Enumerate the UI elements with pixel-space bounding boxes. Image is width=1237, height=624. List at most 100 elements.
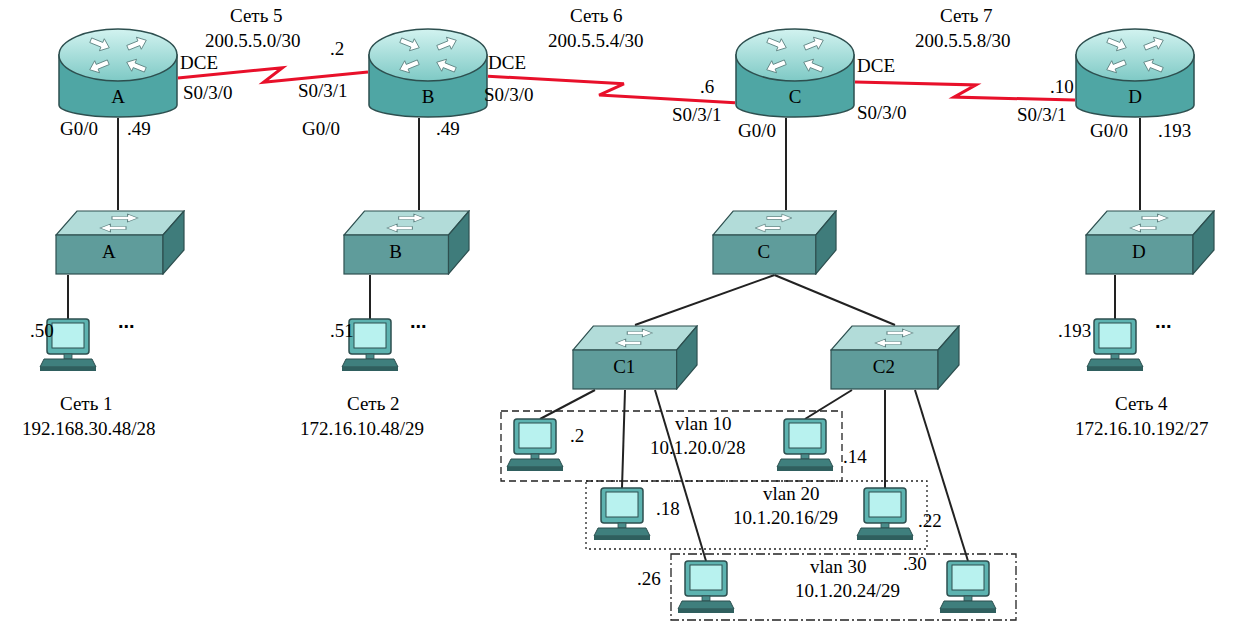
network-label: G0/0 bbox=[738, 120, 776, 141]
text-slot: vlan 30 bbox=[810, 556, 866, 578]
label-slot: 200.5.5.4/30 bbox=[548, 30, 644, 52]
text-slot: D bbox=[1085, 241, 1193, 263]
label-slot: Сеть 5 bbox=[230, 5, 283, 27]
label-slot: 172.16.10.48/29 bbox=[300, 418, 424, 440]
network-label: .49 bbox=[436, 118, 460, 139]
router-node: A bbox=[58, 28, 178, 118]
switch-side bbox=[816, 211, 836, 274]
switch-side bbox=[449, 211, 470, 274]
label-slot: .14 bbox=[843, 446, 867, 468]
switch-node: C2 bbox=[830, 325, 960, 390]
pc-icon bbox=[857, 488, 913, 540]
label-slot: Сеть 1 bbox=[60, 393, 113, 415]
switch-top bbox=[344, 211, 469, 235]
network-label: .26 bbox=[637, 568, 661, 589]
label-slot: Сеть 6 bbox=[570, 5, 623, 27]
switch-node: D bbox=[1085, 210, 1215, 275]
label-slot: S0/3/1 bbox=[298, 80, 348, 102]
device-name: C bbox=[789, 86, 802, 108]
label-slot: G0/0 bbox=[60, 118, 98, 140]
network-label: ... bbox=[410, 310, 427, 332]
switch-front bbox=[573, 350, 677, 389]
label-slot: Сеть 4 bbox=[1115, 393, 1168, 415]
switch-side bbox=[1193, 211, 1214, 274]
text-slot: 10.1.20.24/29 bbox=[795, 580, 900, 602]
router-arrow bbox=[434, 56, 457, 76]
router-top bbox=[1076, 29, 1194, 81]
device-name: B bbox=[389, 241, 402, 263]
network-label: G0/0 bbox=[60, 118, 98, 139]
label-slot: ... bbox=[1155, 310, 1172, 332]
network-label: G0/0 bbox=[302, 118, 340, 139]
ethernet-link bbox=[635, 275, 775, 325]
network-label: .22 bbox=[918, 510, 942, 531]
switch-arrow bbox=[627, 329, 652, 337]
switch-node: C bbox=[712, 210, 837, 275]
switch-arrow bbox=[1130, 224, 1156, 232]
switch-arrow bbox=[1142, 214, 1168, 222]
pc-icon bbox=[1087, 319, 1143, 371]
switch-top bbox=[573, 326, 697, 350]
network-label: Сеть 7 bbox=[940, 5, 993, 26]
label-slot: G0/0 bbox=[302, 118, 340, 140]
network-label: DCE bbox=[180, 52, 218, 73]
pc-icon bbox=[940, 561, 996, 613]
switch-front bbox=[713, 235, 816, 274]
network-label: 200.5.5.0/30 bbox=[205, 30, 301, 51]
label-slot: S0/3/1 bbox=[1017, 104, 1067, 126]
router-node: B bbox=[368, 28, 488, 118]
switch-top bbox=[713, 211, 836, 235]
text-slot: B bbox=[343, 241, 448, 263]
label-slot: G0/0 bbox=[738, 120, 776, 142]
network-label: 172.16.10.48/29 bbox=[300, 418, 424, 439]
router-top bbox=[59, 29, 177, 81]
network-label: .193 bbox=[1158, 120, 1191, 141]
network-label: G0/0 bbox=[1090, 120, 1128, 141]
network-label: Сеть 4 bbox=[1115, 393, 1168, 414]
router-arrow bbox=[1141, 56, 1164, 76]
network-label: S0/3/1 bbox=[672, 104, 722, 125]
text-slot: D bbox=[1075, 86, 1195, 108]
label-slot: S0/3/0 bbox=[857, 102, 907, 124]
device-name: B bbox=[422, 86, 435, 108]
router-arrow bbox=[125, 34, 148, 54]
ethernet-link bbox=[418, 118, 420, 210]
pc-wire bbox=[622, 390, 625, 488]
label-slot: .2 bbox=[330, 38, 344, 60]
label-slot: .49 bbox=[436, 118, 460, 140]
switch-arrow bbox=[887, 329, 913, 337]
router-arrow bbox=[801, 56, 824, 76]
device-name: C1 bbox=[613, 356, 635, 378]
router-arrow bbox=[765, 34, 788, 54]
router-arrow bbox=[397, 56, 420, 76]
label-slot: ... bbox=[118, 310, 135, 332]
switch-side bbox=[677, 326, 697, 389]
switch-top bbox=[831, 326, 959, 350]
subnet-address: 10.1.20.16/29 bbox=[733, 507, 838, 528]
router-arrow bbox=[1142, 34, 1165, 54]
ethernet-link bbox=[785, 118, 787, 210]
network-label: .14 bbox=[843, 446, 867, 467]
device-name: D bbox=[1132, 241, 1146, 263]
vlan-name: vlan 10 bbox=[675, 413, 731, 434]
switch-arrow bbox=[767, 214, 792, 222]
switch-arrow bbox=[875, 339, 901, 347]
router-arrow bbox=[87, 56, 110, 76]
network-label: S0/3/1 bbox=[1017, 104, 1067, 125]
network-label: ... bbox=[1155, 310, 1172, 332]
label-slot: ... bbox=[410, 310, 427, 332]
vlan-name: vlan 20 bbox=[763, 483, 819, 504]
network-label: ... bbox=[118, 310, 135, 332]
text-slot: vlan 20 bbox=[763, 483, 819, 505]
label-slot: .49 bbox=[127, 118, 151, 140]
ethernet-link bbox=[775, 275, 896, 325]
label-slot: .193 bbox=[1058, 320, 1091, 342]
router-arrow bbox=[398, 34, 421, 54]
router-arrow bbox=[1105, 34, 1128, 54]
vlan-border bbox=[586, 481, 927, 549]
subnet-address: 10.1.20.0/28 bbox=[650, 437, 746, 458]
label-slot: S0/3/1 bbox=[672, 104, 722, 126]
label-slot: 200.5.5.0/30 bbox=[205, 30, 301, 52]
